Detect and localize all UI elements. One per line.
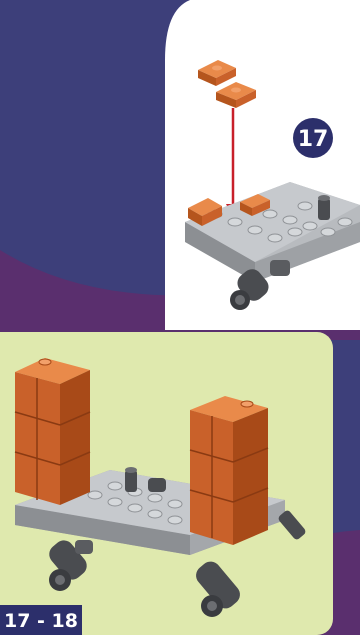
step-18-illustration [14, 358, 306, 617]
range-label-tab [0, 605, 82, 635]
placed-plate-right [240, 194, 270, 216]
step-17-illustration: 17 [185, 60, 360, 310]
left-brick-tower [14, 358, 91, 505]
falling-plate-1 [198, 60, 236, 86]
range-label: 17 - 18 [4, 610, 78, 632]
placed-plate-left [188, 198, 222, 226]
falling-plate-2 [216, 82, 256, 108]
step-number-badge [293, 118, 333, 158]
right-brick-tower [189, 396, 269, 545]
step-number: 17 [298, 127, 329, 152]
